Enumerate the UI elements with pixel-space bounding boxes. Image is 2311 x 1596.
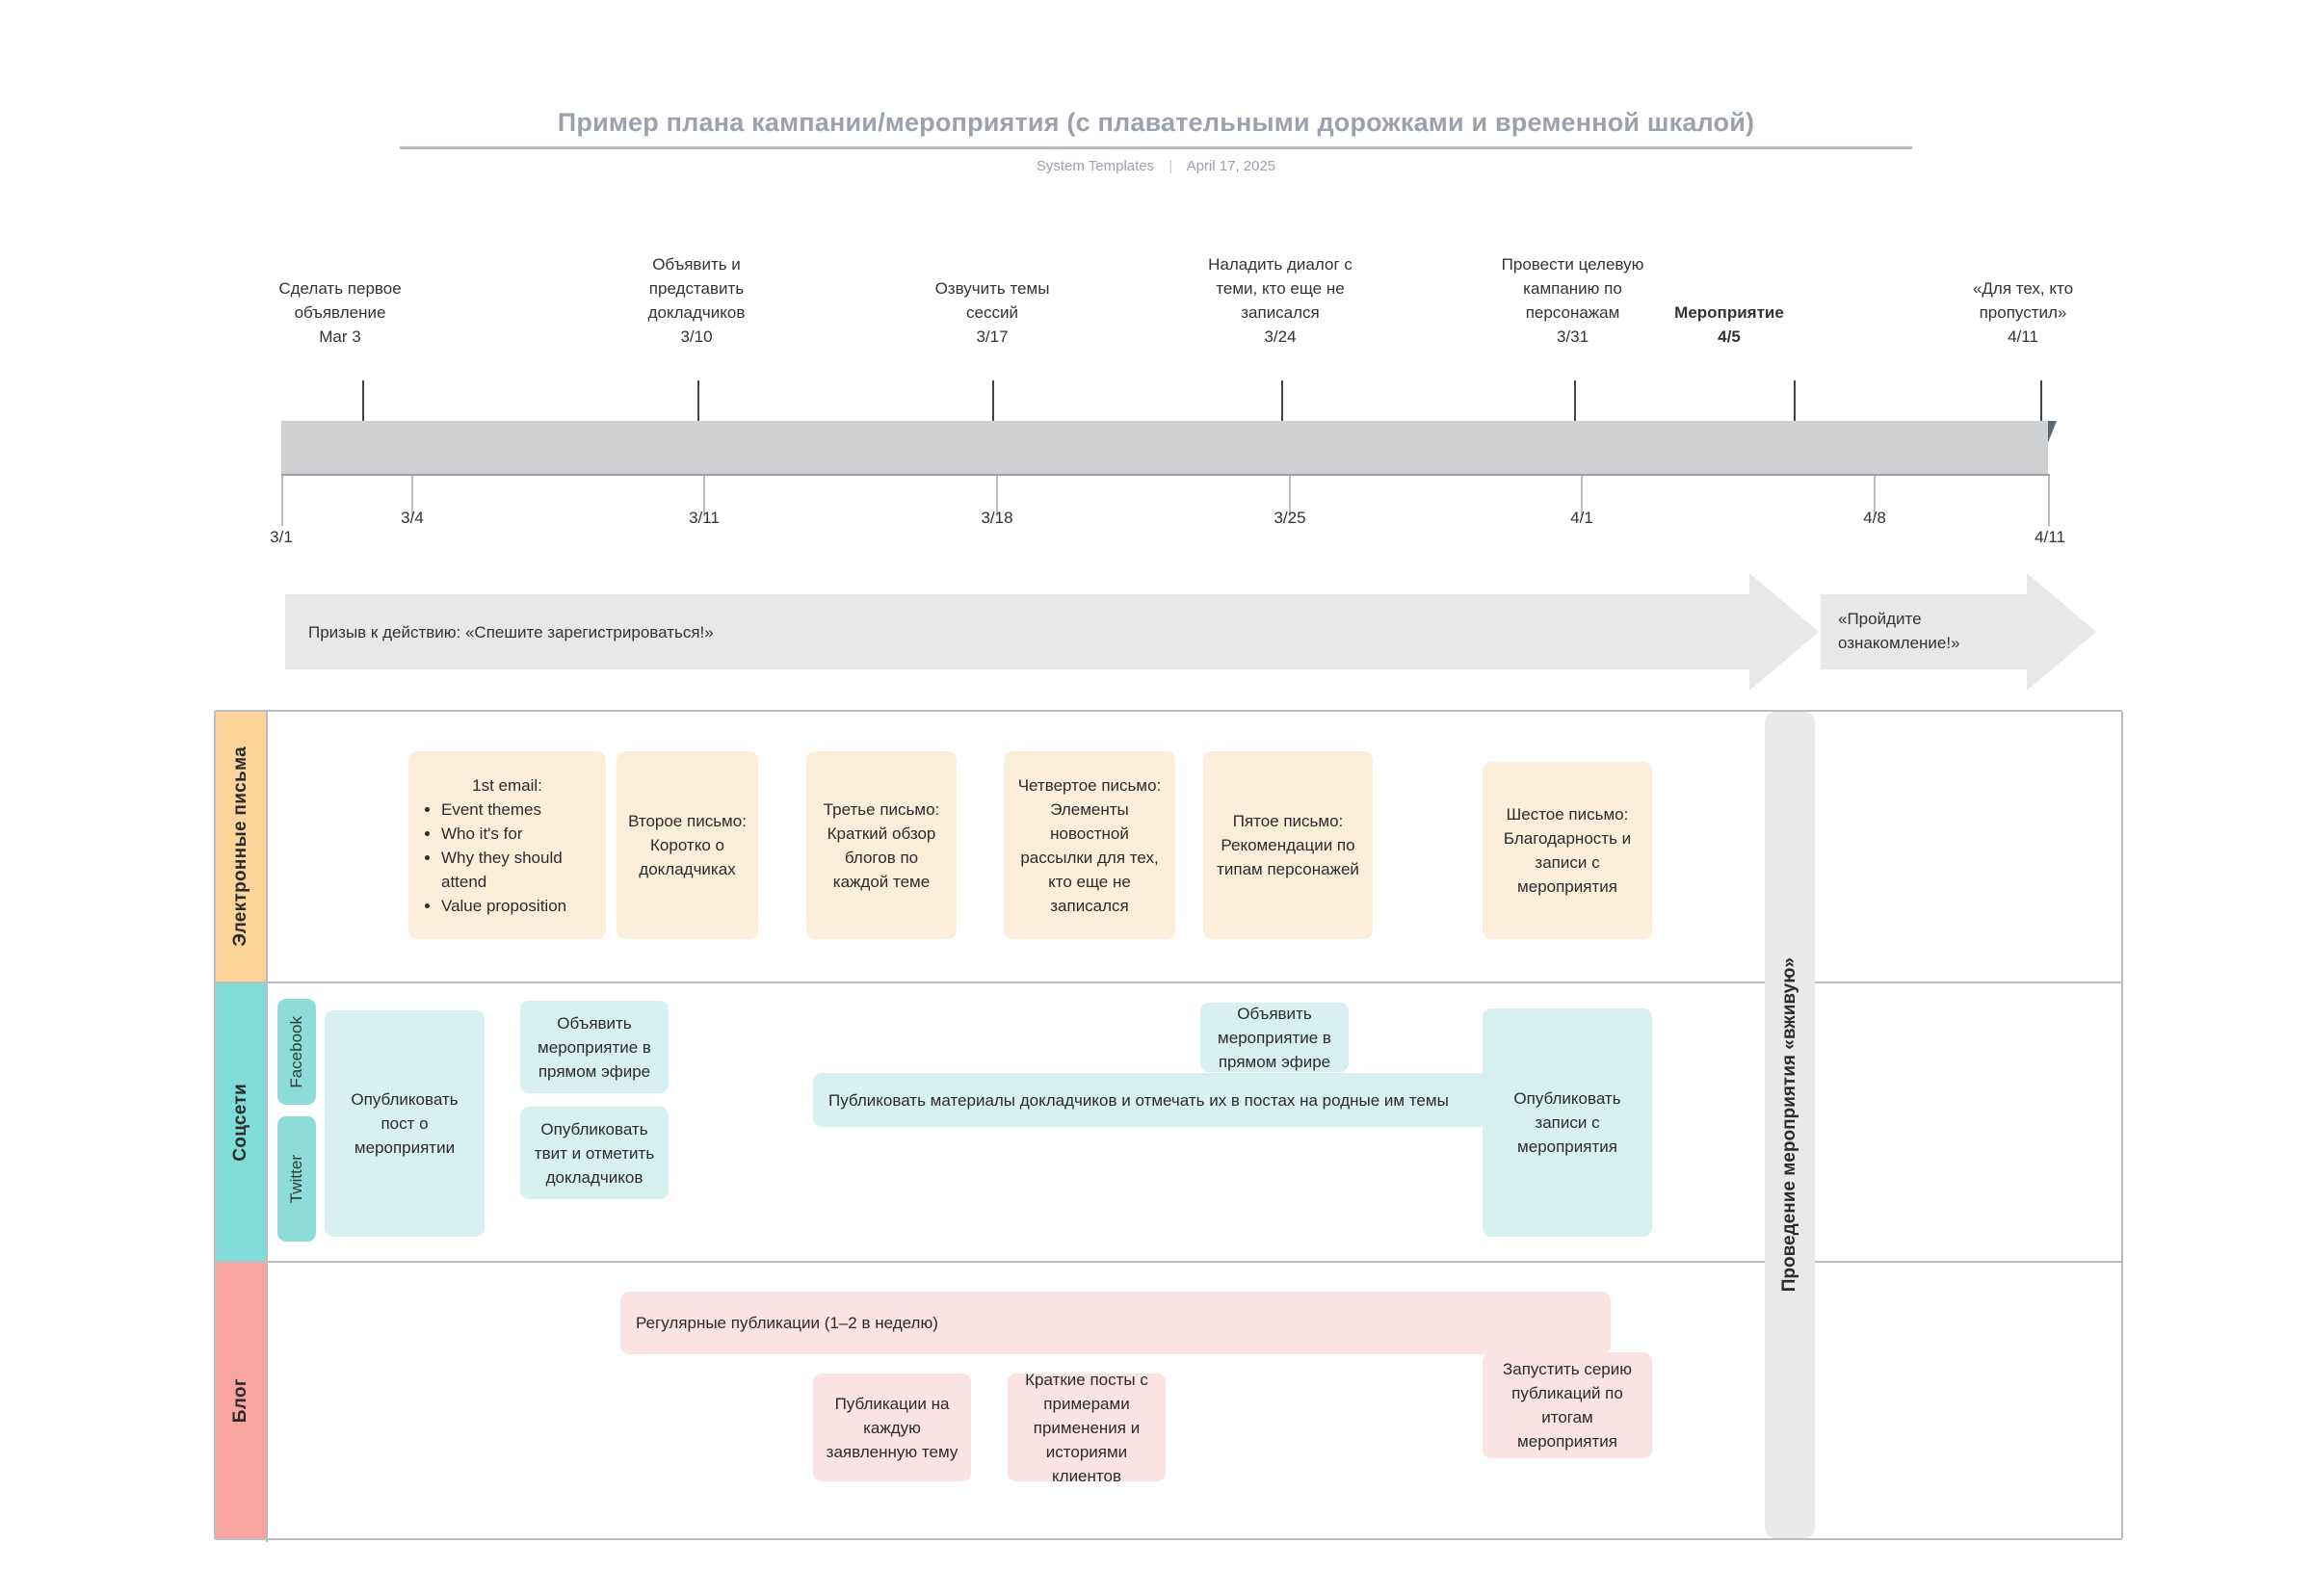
lane-label-social: Соцсети: [230, 1083, 250, 1162]
timeline-label-start: 3/1: [270, 528, 293, 546]
timeline-tick-5: [1874, 476, 1876, 516]
card-email-6[interactable]: Шестое письмо: Благодарность и записи с …: [1483, 762, 1652, 939]
sublane-chip-facebook-label: Facebook: [287, 1015, 305, 1088]
sublane-chip-twitter[interactable]: Twitter: [277, 1116, 316, 1242]
lane-header-blog[interactable]: Блог: [216, 1263, 266, 1538]
milestone-3-stem: [1281, 380, 1283, 425]
timeline-label-end: 4/11: [2035, 528, 2065, 546]
timeline-tick-start: [281, 476, 283, 526]
header-subtitle: System Templates | April 17, 2025: [385, 158, 1927, 174]
timeline-tick-end: [2048, 476, 2050, 526]
card-social-1[interactable]: Опубликовать пост о мероприятии: [325, 1010, 485, 1237]
card-blog-1[interactable]: Регулярные публикации (1–2 в неделю): [620, 1292, 1611, 1354]
subtitle-separator: |: [1169, 158, 1173, 174]
lane-header-email[interactable]: Электронные письма: [216, 712, 266, 981]
sublane-chip-twitter-label: Twitter: [287, 1154, 305, 1204]
cta-primary-label: Призыв к действию: «Спешите зарегистриро…: [308, 623, 714, 641]
card-blog-2[interactable]: Публикации на каждую заявленную тему: [813, 1374, 971, 1481]
timeline-tick-0: [411, 476, 413, 516]
timeline-label-1: 3/11: [689, 509, 720, 527]
lane-header-social[interactable]: Соцсети: [216, 983, 266, 1261]
milestone-3-date: 3/24: [1264, 327, 1297, 346]
timeline-axis: [281, 474, 2050, 476]
card-email-1-bullets: Event themes Who it's for Why they shoul…: [420, 798, 594, 918]
milestone-2-stem: [992, 380, 994, 425]
source-label: System Templates: [1036, 158, 1155, 174]
lane-label-email: Электронные письма: [230, 746, 250, 947]
milestone-4-stem: [1574, 380, 1576, 425]
timeline-tick-4: [1581, 476, 1583, 516]
milestone-5-stem: [1794, 380, 1796, 425]
milestone-5-date: 4/5: [1718, 327, 1741, 346]
card-social-3[interactable]: Опубликовать твит и отметить докладчиков: [520, 1107, 669, 1199]
milestone-1-stem: [697, 380, 699, 425]
milestone-0-date: Mar 3: [319, 327, 361, 346]
page-title: Пример плана кампании/мероприятия (с пла…: [557, 108, 1755, 137]
list-item: Who it's for: [441, 822, 594, 846]
card-social-4[interactable]: Публиковать материалы докладчиков и отме…: [813, 1073, 1611, 1127]
timeline-label-3: 3/25: [1274, 509, 1306, 527]
card-email-1-title: 1st email:: [472, 775, 542, 795]
title-divider: [400, 146, 1912, 149]
milestone-6-stem: [2040, 380, 2042, 425]
timeline-label-4: 4/1: [1570, 509, 1593, 527]
card-email-2[interactable]: Второе письмо: Коротко о докладчиках: [617, 751, 758, 939]
card-social-2[interactable]: Объявить мероприятие в прямом эфире: [520, 1001, 669, 1093]
milestone-5: Мероприятие 4/5: [1628, 301, 1830, 349]
timeline-bar: [281, 421, 2048, 474]
timeline-tick-2: [996, 476, 998, 516]
milestone-5-label: Мероприятие: [1674, 303, 1784, 322]
milestone-0-stem: [362, 380, 364, 425]
card-email-3[interactable]: Третье письмо: Краткий обзор блогов по к…: [806, 751, 957, 939]
event-band[interactable]: Проведение мероприятия «вживую»: [1765, 712, 1815, 1538]
sublane-chip-facebook[interactable]: Facebook: [277, 999, 316, 1105]
date-label: April 17, 2025: [1186, 158, 1276, 174]
swimlane-frame: Электронные письма Соцсети Блог 1st emai…: [214, 710, 2123, 1542]
card-social-6[interactable]: Опубликовать записи с мероприятия: [1483, 1008, 1652, 1237]
timeline-label-5: 4/8: [1863, 509, 1886, 527]
milestone-1-date: 3/10: [680, 327, 713, 346]
milestone-2-date: 3/17: [976, 327, 1009, 346]
cta-secondary-arrowhead-icon: [1983, 573, 2096, 691]
milestone-6-date: 4/11: [2008, 327, 2038, 346]
list-item: Why they should attend: [441, 846, 594, 894]
milestone-4-date: 3/31: [1556, 327, 1589, 346]
lane-header-divider: [266, 712, 268, 1542]
card-email-5[interactable]: Пятое письмо: Рекомендации по типам перс…: [1203, 751, 1373, 939]
card-blog-3[interactable]: Краткие посты с примерами применения и и…: [1008, 1371, 1166, 1485]
timeline-label-0: 3/4: [401, 509, 424, 527]
cta-primary-arrowhead-icon: [1705, 573, 1819, 691]
list-item: Value proposition: [441, 894, 594, 918]
card-social-5[interactable]: Объявить мероприятие в прямом эфире: [1200, 1003, 1349, 1072]
card-email-4[interactable]: Четвертое письмо: Элементы новостной рас…: [1004, 751, 1175, 939]
lane-separator-2: [216, 1261, 2121, 1263]
card-blog-4[interactable]: Запустить серию публикаций по итогам мер…: [1483, 1352, 1652, 1458]
lane-label-blog: Блог: [230, 1377, 250, 1424]
timeline-tick-3: [1289, 476, 1291, 516]
timeline-tick-1: [703, 476, 705, 516]
timeline-label-2: 3/18: [981, 509, 1013, 527]
event-band-label: Проведение мероприятия «вживую»: [1779, 957, 1799, 1293]
list-item: Event themes: [441, 798, 594, 822]
lane-separator-1: [216, 981, 2121, 983]
card-email-1[interactable]: 1st email: Event themes Who it's for Why…: [408, 751, 606, 939]
